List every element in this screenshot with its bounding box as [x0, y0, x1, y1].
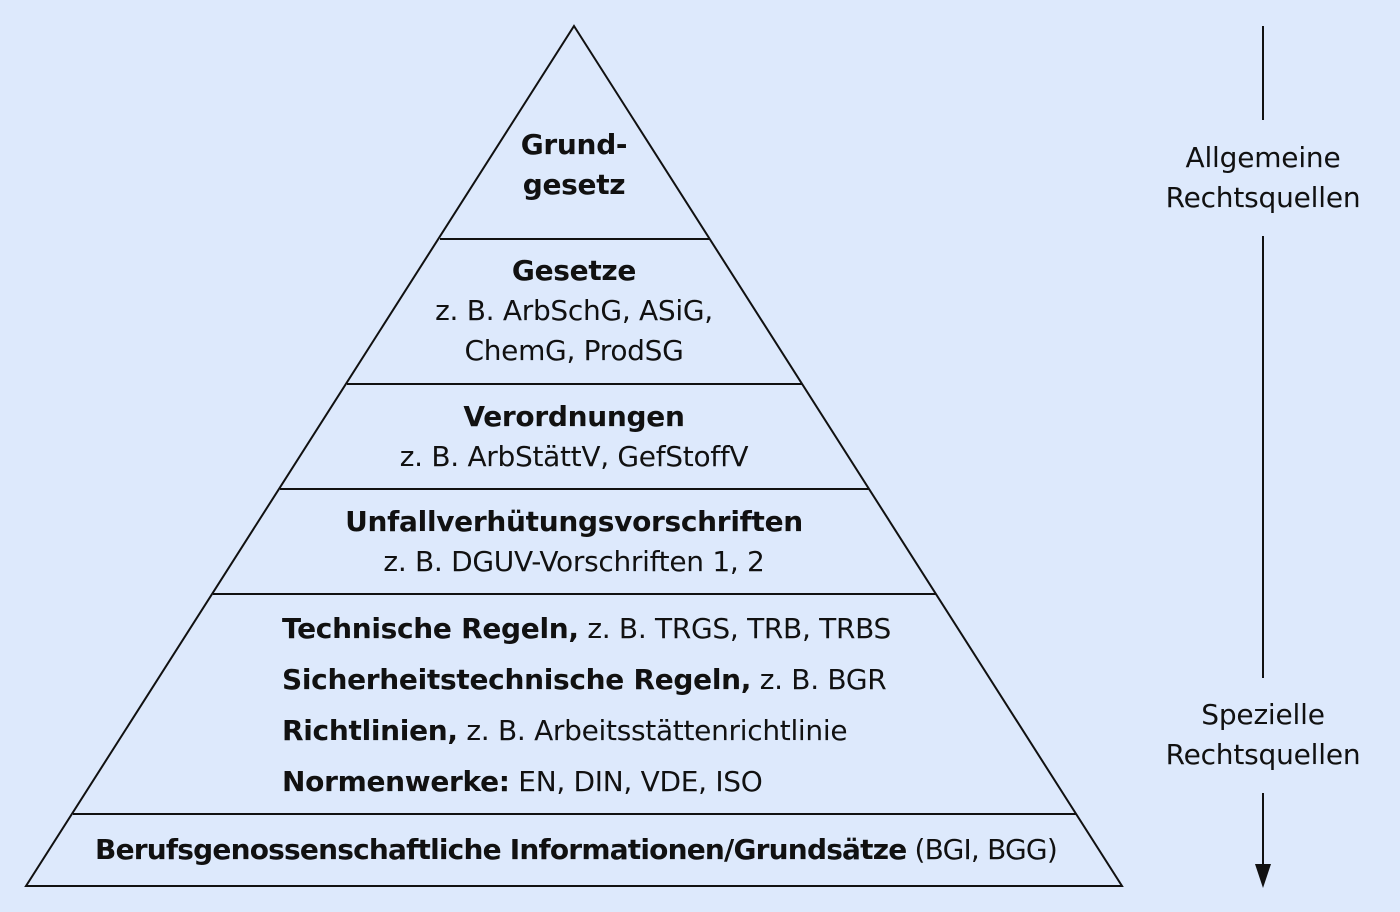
- axis-label-spezielle-line2: Rechtsquellen: [1165, 738, 1361, 771]
- tier-berufsgenossenschaftlich-rest: (BGI, BGG): [906, 833, 1058, 866]
- tier-gesetze-line2: ChemG, ProdSG: [464, 334, 684, 367]
- axis-label-allgemeine: Allgemeine Rechtsquellen: [1166, 138, 1361, 218]
- axis-label-spezielle-line1: Spezielle: [1201, 698, 1325, 731]
- tier-gesetze-line1: z. B. ArbSchG, ASiG,: [435, 294, 713, 327]
- tier-grundgesetz: Grund- gesetz: [521, 125, 628, 205]
- axis-label-spezielle: Spezielle Rechtsquellen: [1166, 695, 1361, 775]
- tier-regeln-row-technische: Technische Regeln, z. B. TRGS, TRB, TRBS: [282, 603, 891, 654]
- tier-verordnungen-title: Verordnungen: [463, 400, 685, 433]
- row-bold-text: Technische Regeln,: [282, 612, 579, 645]
- tier-regeln-row-normenwerke: Normenwerke: EN, DIN, VDE, ISO: [282, 756, 891, 807]
- tier-berufsgenossenschaftlich: Berufsgenossenschaftliche Informationen/…: [95, 830, 1058, 870]
- tier-unfallverhuetung-line1: z. B. DGUV-Vorschriften 1, 2: [383, 545, 765, 578]
- tier-gesetze: Gesetze z. B. ArbSchG, ASiG, ChemG, Prod…: [435, 251, 713, 371]
- tier-unfallverhuetung-title: Unfallverhütungsvorschriften: [345, 505, 803, 538]
- tier-regeln-row-richtlinien: Richtlinien, z. B. Arbeitsstättenrichtli…: [282, 705, 891, 756]
- tier-grundgesetz-line2: gesetz: [522, 168, 626, 201]
- tier-verordnungen: Verordnungen z. B. ArbStättV, GefStoffV: [400, 397, 749, 477]
- tier-unfallverhuetung: Unfallverhütungsvorschriften z. B. DGUV-…: [345, 502, 803, 582]
- row-text: z. B. Arbeitsstättenrichtlinie: [457, 714, 848, 747]
- tier-regeln-row-sicherheitstechnische: Sicherheitstechnische Regeln, z. B. BGR: [282, 654, 891, 705]
- tier-berufsgenossenschaftlich-bold: Berufsgenossenschaftliche Informationen/…: [95, 833, 907, 866]
- tier-verordnungen-line1: z. B. ArbStättV, GefStoffV: [399, 440, 749, 473]
- row-bold-text: Sicherheitstechnische Regeln,: [282, 663, 752, 696]
- tier-gesetze-title: Gesetze: [511, 254, 637, 287]
- tier-grundgesetz-line1: Grund-: [520, 128, 628, 161]
- row-text: z. B. BGR: [751, 663, 887, 696]
- row-bold-text: Normenwerke:: [282, 765, 510, 798]
- axis-label-allgemeine-line1: Allgemeine: [1185, 141, 1341, 174]
- arrow-down-icon: [1255, 864, 1271, 888]
- row-text: z. B. TRGS, TRB, TRBS: [578, 612, 891, 645]
- row-bold-text: Richtlinien,: [282, 714, 458, 747]
- row-text: EN, DIN, VDE, ISO: [509, 765, 763, 798]
- axis-label-allgemeine-line2: Rechtsquellen: [1165, 181, 1361, 214]
- tier-regeln: Technische Regeln, z. B. TRGS, TRB, TRBS…: [282, 603, 891, 807]
- pyramid-outline: [24, 24, 1124, 887]
